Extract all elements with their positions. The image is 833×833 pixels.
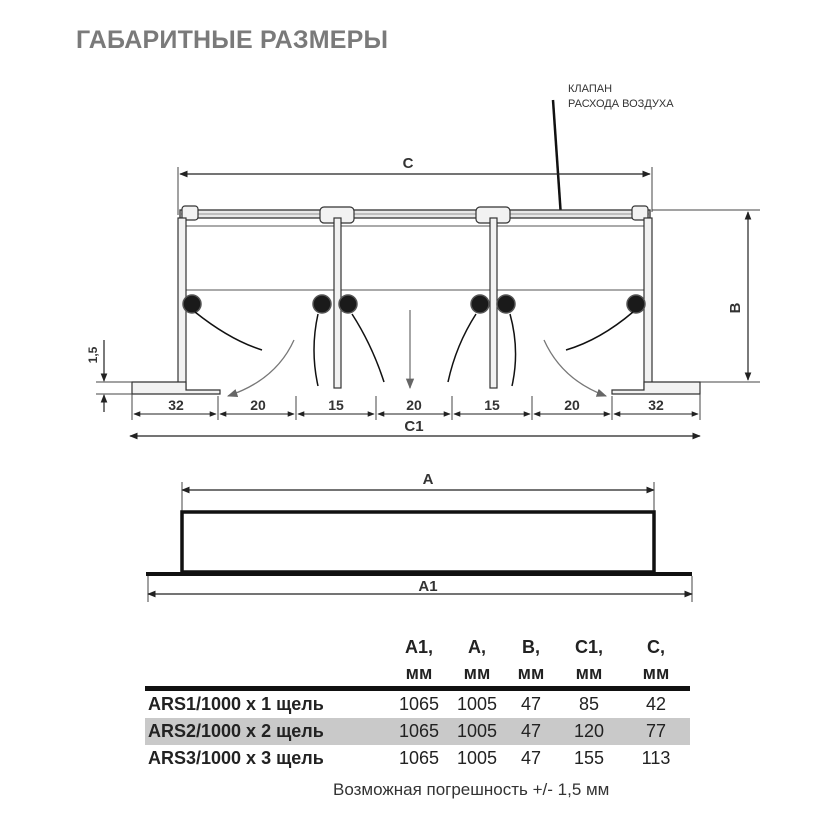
top-clips	[181, 205, 649, 224]
cell-a1: 1065	[398, 694, 440, 714]
cell-c1: 85	[578, 694, 600, 714]
front-flange	[146, 572, 692, 576]
front-view-diagram: A A1	[146, 471, 693, 602]
cross-section-diagram: КЛАПАН РАСХОДА ВОЗДУХА C	[86, 83, 760, 440]
header-c: C,	[647, 637, 665, 657]
segment-label-2: 20	[250, 397, 266, 413]
table-row: ARS1/1000 x 1 щель 1065 1005 47 85 42	[145, 689, 690, 719]
cell-a: 1005	[456, 748, 498, 768]
cell-a1: 1065	[398, 721, 440, 741]
table-row: ARS3/1000 x 3 щель 1065 1005 47 155 113	[145, 745, 690, 772]
page-title: ГАБАРИТНЫЕ РАЗМЕРЫ	[76, 26, 389, 54]
dim-b-label: B	[727, 302, 744, 313]
header-a: A,	[468, 637, 486, 657]
table-row: ARS2/1000 x 2 щель 1065 1005 47 120 77	[145, 718, 690, 745]
dim-a-label: A	[423, 471, 434, 488]
bottom-flanges	[131, 381, 701, 395]
cell-c: 113	[641, 748, 671, 768]
segment-label-7: 32	[648, 397, 664, 413]
header-c-unit: мм	[622, 660, 690, 691]
vertical-profiles	[177, 217, 653, 391]
deflector-blades	[194, 311, 634, 387]
header-c1: C1,	[574, 637, 603, 657]
airflow-arrows	[227, 310, 607, 397]
specs-table: A1, A, B, C1, C, мм мм мм мм мм ARS1/100…	[145, 634, 690, 772]
cell-c1: 120	[573, 721, 605, 741]
cell-a1: 1065	[398, 748, 440, 768]
segment-dims	[131, 394, 701, 420]
cell-a: 1005	[456, 694, 498, 714]
header-b-unit: мм	[506, 660, 556, 691]
header-a1: A1,	[404, 637, 433, 657]
valve-label-line1: КЛАПАН	[568, 83, 612, 95]
tolerance-note: Возможная погрешность +/- 1,5 мм	[333, 780, 610, 799]
table-header-row-1: A1, A, B, C1, C,	[145, 634, 690, 660]
cell-c: 77	[645, 721, 667, 741]
roller-pivots	[182, 294, 646, 314]
header-c1-unit: мм	[556, 660, 622, 691]
cell-a: 1005	[456, 721, 498, 741]
segment-label-3: 15	[328, 397, 344, 413]
segment-label-1: 32	[168, 397, 184, 413]
front-body	[180, 510, 656, 574]
header-a-unit: мм	[448, 660, 506, 691]
cell-model: ARS3/1000 x 3 щель	[148, 748, 324, 768]
cell-model: ARS1/1000 x 1 щель	[148, 694, 324, 714]
dim-gap-label: 1,5	[86, 346, 100, 363]
header-b: B,	[522, 637, 540, 657]
cell-model: ARS2/1000 x 2 щель	[148, 721, 324, 741]
header-model	[145, 634, 390, 660]
cell-b: 47	[520, 694, 542, 714]
valve-label-line2: РАСХОДА ВОЗДУХА	[568, 98, 674, 110]
cell-b: 47	[520, 748, 542, 768]
header-a1-unit: мм	[390, 660, 448, 691]
header-model-unit	[145, 660, 390, 691]
table-header-row-2: мм мм мм мм мм	[145, 660, 690, 691]
dim-a1-label: A1	[418, 578, 437, 595]
dim-c1-label: C1	[404, 418, 423, 435]
valve-leader-line	[551, 99, 563, 218]
segment-label-5: 15	[484, 397, 500, 413]
dim-c-label: C	[403, 155, 414, 172]
cell-c: 42	[645, 694, 667, 714]
segment-label-4: 20	[406, 397, 422, 413]
cell-c1: 155	[573, 748, 605, 768]
cell-b: 47	[520, 721, 542, 741]
segment-label-6: 20	[564, 397, 580, 413]
